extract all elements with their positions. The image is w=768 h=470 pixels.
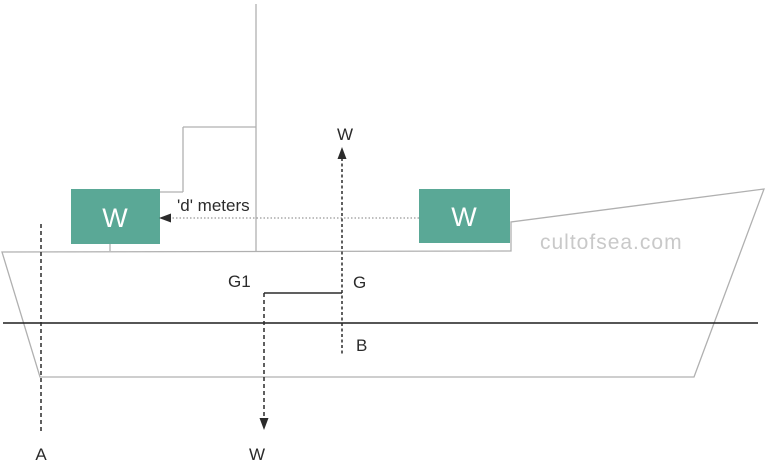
point-b-label: B [356, 336, 367, 355]
aft-reference-annotation: A [35, 224, 47, 464]
distance-annotation: 'd' meters [159, 196, 419, 223]
watermark: cultofsea.com [540, 231, 683, 254]
weight-box-right [419, 189, 510, 243]
weight-box-right-label: W [451, 202, 477, 232]
point-a-label: A [35, 445, 47, 464]
force-up-annotation: W [337, 125, 353, 355]
weight-box-left-label: W [102, 203, 128, 233]
hull-outline [1, 188, 765, 378]
force-up-label: W [337, 125, 353, 144]
force-up-arrow-icon [337, 147, 347, 159]
force-down-annotation: W [249, 293, 269, 464]
distance-arrow-left-icon [159, 213, 171, 223]
force-down-arrow-icon [259, 418, 269, 430]
force-down-label: W [249, 445, 265, 464]
distance-label: 'd' meters [177, 196, 250, 215]
superstructure [109, 4, 257, 251]
point-g1-label: G1 [228, 272, 251, 291]
point-g-label: G [353, 273, 366, 292]
weight-box-left [71, 189, 160, 244]
